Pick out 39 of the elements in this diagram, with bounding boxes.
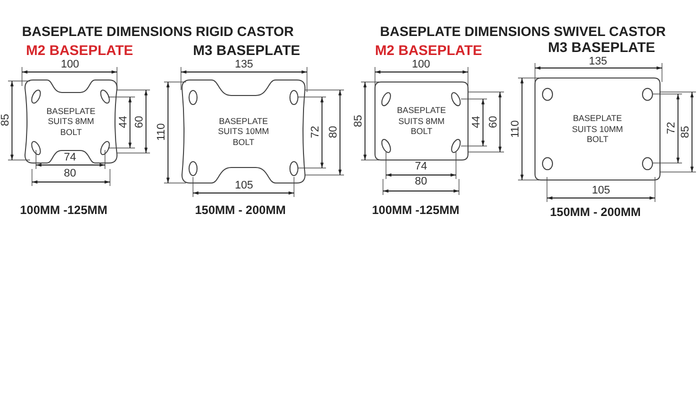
dimension-label: 105 <box>592 186 610 196</box>
plate-heading: M2 BASEPLATE <box>375 42 482 58</box>
baseplate-drawing <box>25 80 117 163</box>
dimension-label: 74 <box>414 162 428 172</box>
dimension-label: 80 <box>328 126 340 138</box>
dimension-label: 72 <box>310 126 322 138</box>
dimension-label: 80 <box>64 168 76 180</box>
dimension-label: 100 <box>412 60 430 70</box>
plate-note: BASEPLATE SUITS 8MM BOLT <box>46 106 96 138</box>
size-range-label: 100MM -125MM <box>372 203 460 217</box>
dimension-label: 44 <box>472 116 482 128</box>
dimension-label: 60 <box>488 116 500 128</box>
size-range-label: 150MM - 200MM <box>195 203 286 217</box>
baseplate-drawing <box>535 78 660 180</box>
section-title: BASEPLATE DIMENSIONS SWIVEL CASTOR <box>380 24 666 39</box>
plate-heading: M2 BASEPLATE <box>26 42 134 58</box>
plate-heading: M3 BASEPLATE <box>548 39 656 55</box>
dimension-label: 74 <box>64 152 76 164</box>
dimension-label: 110 <box>510 120 522 138</box>
dimension-label: 135 <box>588 56 608 68</box>
baseplate-drawing <box>375 82 468 160</box>
size-range-label: 150MM - 200MM <box>550 205 641 219</box>
dimension-label: 80 <box>414 176 428 188</box>
dimension-label: 100 <box>60 60 80 70</box>
dimension-label: 105 <box>234 180 254 192</box>
plate-note: BASEPLATE SUITS 8MM BOLT <box>396 105 447 137</box>
dimension-label: 60 <box>134 116 146 128</box>
dimension-label: 85 <box>680 126 692 138</box>
dimension-label: 110 <box>156 123 168 141</box>
plate-note: BASEPLATE SUITS 10MM BOLT <box>216 116 270 148</box>
plate-heading: M3 BASEPLATE <box>193 42 300 58</box>
dimension-label: 135 <box>234 60 254 70</box>
dimension-label: 85 <box>354 114 364 128</box>
plate-note: BASEPLATE SUITS 10MM BOLT <box>570 113 624 145</box>
size-range-label: 100MM -125MM <box>20 203 108 217</box>
dimension-label: 85 <box>0 114 12 126</box>
section-title: BASEPLATE DIMENSIONS RIGID CASTOR <box>22 24 294 39</box>
dimension-label: 72 <box>666 122 678 134</box>
dimension-label: 44 <box>118 116 130 128</box>
